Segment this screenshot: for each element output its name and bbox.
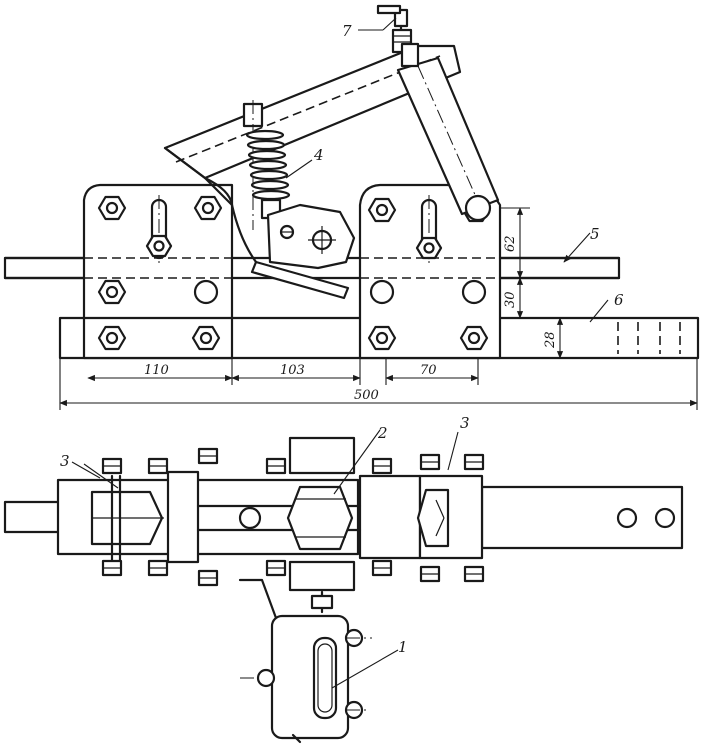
bolt-head xyxy=(193,279,219,305)
plan-bolt xyxy=(101,457,123,475)
bolts-plan-view xyxy=(101,447,485,587)
callout-1: 1 xyxy=(398,638,408,656)
plan-bolt xyxy=(197,447,219,465)
bolt-head xyxy=(97,279,127,305)
plan-right-bar xyxy=(480,485,684,550)
bolts-side-view xyxy=(97,195,491,351)
part-3-wedge-left xyxy=(90,474,164,562)
callout-labels: 7 4 5 6 2 3 3 1 xyxy=(60,22,624,656)
plan-bolt xyxy=(197,569,219,587)
bolt-head xyxy=(459,325,489,351)
plan-bolt xyxy=(419,565,441,583)
spring-coils xyxy=(245,129,291,201)
leader-lines-top xyxy=(285,17,609,323)
bolt-head xyxy=(145,234,173,258)
plan-bar-hole xyxy=(616,507,638,529)
cam-mechanism xyxy=(230,203,356,300)
callout-6: 6 xyxy=(614,291,624,309)
link-bar xyxy=(396,56,500,222)
plan-bolt xyxy=(419,453,441,471)
bolt-head xyxy=(367,197,397,223)
bolt-head xyxy=(191,325,221,351)
plan-bolt xyxy=(371,559,393,577)
bolt-head xyxy=(193,195,223,221)
dim-62: 62 xyxy=(503,235,518,252)
part-3-wedge-right xyxy=(416,488,450,548)
plan-bolt xyxy=(265,457,287,475)
bolt-head xyxy=(367,325,397,351)
left-clamp-plate xyxy=(3,183,360,360)
dim-103: 103 xyxy=(280,363,305,378)
plan-bolt xyxy=(101,559,123,577)
plan-bar-hole xyxy=(654,507,676,529)
callout-7: 7 xyxy=(342,22,352,40)
dimension-lines xyxy=(59,207,698,410)
side-view xyxy=(3,4,700,410)
plan-mid-block xyxy=(358,474,422,560)
callout-4: 4 xyxy=(313,146,324,164)
bolt-head xyxy=(369,279,395,305)
callout-5: 5 xyxy=(590,225,600,243)
plan-bolt xyxy=(147,457,169,475)
dim-70: 70 xyxy=(420,363,437,378)
plan-left-block xyxy=(166,470,200,564)
adjusting-screw-7 xyxy=(376,4,420,68)
callout-3-left: 3 xyxy=(60,452,70,470)
dim-28: 28 xyxy=(543,331,558,349)
plan-rod-hole xyxy=(238,506,262,530)
plan-bolt xyxy=(147,559,169,577)
dimension-labels: 110 103 70 500 62 30 28 xyxy=(144,235,558,403)
switch-box-1 xyxy=(238,578,372,744)
dim-500: 500 xyxy=(354,388,379,403)
bolt-head xyxy=(97,325,127,351)
spring-assembly-4 xyxy=(242,100,291,230)
bolt-head xyxy=(415,236,443,260)
callout-2: 2 xyxy=(377,424,388,442)
part-2-barrel xyxy=(286,436,356,592)
plan-bolt xyxy=(463,565,485,583)
leader-lines-bottom xyxy=(71,429,459,689)
lever-arm xyxy=(163,44,462,207)
dim-30: 30 xyxy=(503,291,518,308)
plan-bolt xyxy=(265,559,287,577)
bolt-head xyxy=(461,279,487,305)
plan-bolt xyxy=(371,457,393,475)
plan-view xyxy=(3,429,684,744)
plan-bolt xyxy=(463,453,485,471)
callout-3-right: 3 xyxy=(460,414,470,432)
bolt-head xyxy=(97,195,127,221)
dim-110: 110 xyxy=(144,363,169,378)
